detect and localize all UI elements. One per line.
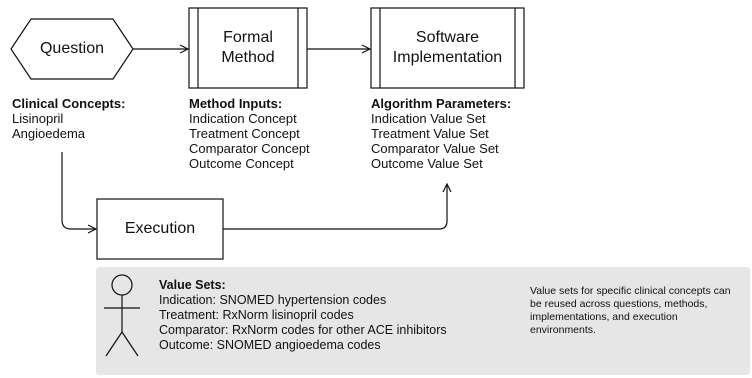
question-node-label: Question — [39, 40, 105, 57]
software-implementation-label-line: Software — [415, 29, 480, 46]
question-node-shape — [10, 18, 134, 80]
value-sets-note: Value sets for specific clinical concept… — [530, 285, 731, 336]
method-inputs-block: Method Inputs: Indication Concept Treatm… — [189, 96, 310, 171]
clinical-concept-item: Angioedema — [12, 126, 85, 141]
arrow-concepts-to-execution — [61, 152, 96, 229]
execution-node-shape — [96, 198, 224, 260]
formal-method-node-shape — [188, 7, 308, 89]
arrow-execution-to-parameters — [223, 184, 447, 230]
method-input-item: Indication Concept — [189, 111, 297, 126]
algorithm-parameters-block: Algorithm Parameters: Indication Value S… — [371, 96, 511, 171]
algorithm-parameter-item: Indication Value Set — [371, 111, 486, 126]
value-set-item: Comparator: RxNorm codes for other ACE i… — [159, 323, 447, 337]
value-set-item: Outcome: SNOMED angioedema codes — [159, 338, 381, 352]
execution-node-label: Execution — [124, 220, 196, 237]
method-input-item: Comparator Concept — [189, 141, 310, 156]
software-implementation-node-shape — [370, 7, 525, 89]
formal-method-label-line: Formal — [223, 29, 273, 46]
clinical-concept-item: Lisinopril — [12, 111, 64, 126]
formal-method-label-line: Method — [221, 49, 275, 66]
algorithm-parameter-item: Outcome Value Set — [371, 156, 483, 171]
algorithm-parameters-heading: Algorithm Parameters: — [371, 96, 512, 111]
algorithm-parameter-item: Treatment Value Set — [371, 126, 489, 141]
value-sets-list: Value Sets: Indication: SNOMED hypertens… — [159, 278, 447, 353]
method-input-item: Treatment Concept — [189, 126, 300, 141]
formal-method-node-label: Formal Method — [198, 28, 298, 68]
value-set-item: Indication: SNOMED hypertension codes — [159, 293, 387, 307]
software-implementation-label-line: Implementation — [392, 49, 503, 66]
clinical-concepts-heading: Clinical Concepts: — [12, 96, 126, 111]
clinical-concepts-block: Clinical Concepts: Lisinopril Angioedema — [12, 96, 125, 141]
method-input-item: Outcome Concept — [189, 156, 294, 171]
algorithm-parameter-item: Comparator Value Set — [371, 141, 499, 156]
method-inputs-heading: Method Inputs: — [189, 96, 283, 111]
person-icon — [104, 274, 140, 357]
software-implementation-node-label: Software Implementation — [380, 28, 515, 68]
value-set-item: Treatment: RxNorm lisinopril codes — [159, 308, 354, 322]
value-sets-panel — [96, 267, 750, 375]
value-sets-heading: Value Sets: — [159, 278, 226, 292]
